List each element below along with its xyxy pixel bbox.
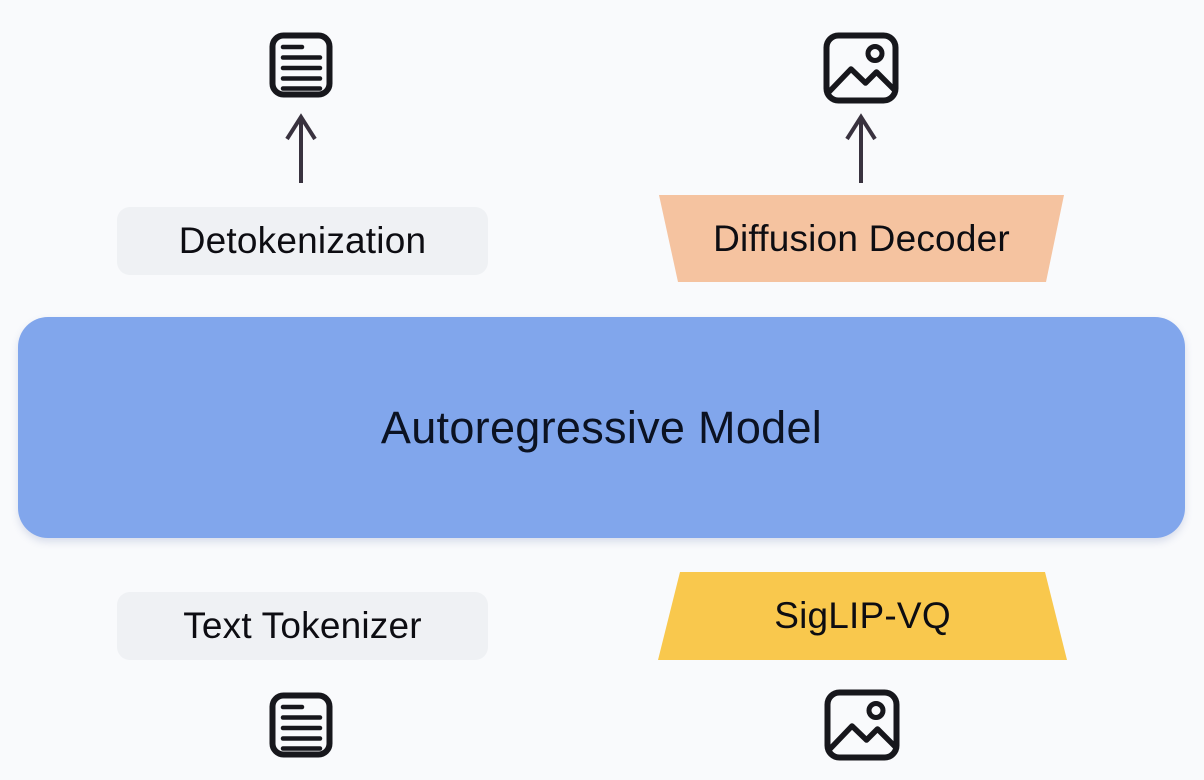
up-arrow-icon <box>841 111 881 185</box>
image-icon <box>823 32 899 104</box>
text-tokenizer-block: Text Tokenizer <box>117 592 488 660</box>
siglip-vq-block: SigLIP-VQ <box>658 572 1067 660</box>
autoregressive-model-block: Autoregressive Model <box>18 317 1185 538</box>
detokenization-block: Detokenization <box>117 207 488 275</box>
autoregressive-model-title: Autoregressive Model <box>380 401 823 453</box>
diffusion-decoder-block: Diffusion Decoder <box>659 195 1064 282</box>
text-tokenizer-label: Text Tokenizer <box>183 605 422 646</box>
up-arrow-icon <box>281 111 321 185</box>
text-document-icon <box>269 692 333 758</box>
siglip-vq-label: SigLIP-VQ <box>774 595 951 636</box>
detokenization-label: Detokenization <box>178 220 427 261</box>
image-icon <box>824 689 900 761</box>
text-document-icon <box>269 32 333 98</box>
diffusion-decoder-label: Diffusion Decoder <box>713 217 1010 259</box>
